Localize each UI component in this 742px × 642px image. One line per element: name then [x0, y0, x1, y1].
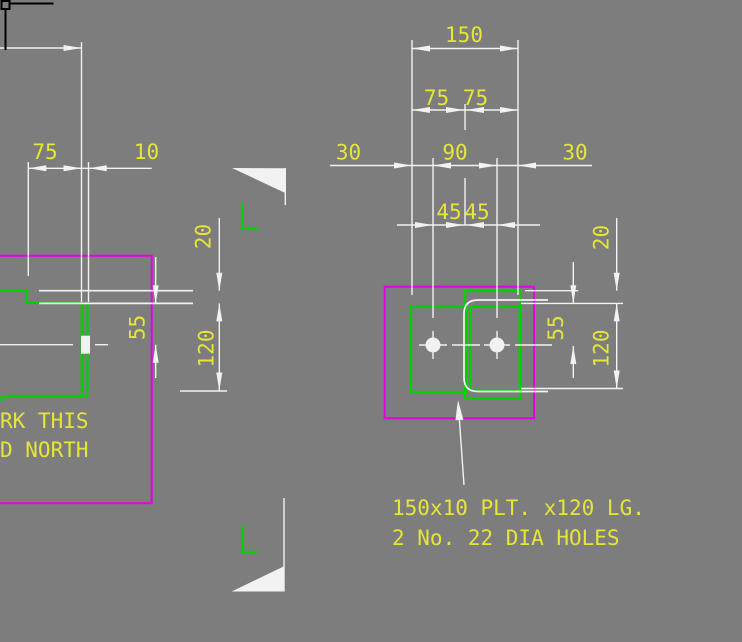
dim-text-45-left: 45: [436, 200, 461, 224]
section-arrow-top: [232, 168, 286, 193]
annotation-mark-this: RK THIS: [0, 409, 89, 433]
arrowhead: [466, 222, 484, 228]
dim-text-150: 150: [445, 23, 483, 47]
arrowhead: [152, 285, 159, 304]
dim-text-90: 90: [442, 141, 467, 165]
dim-text-55: 55: [544, 315, 568, 340]
dim-text-20: 20: [589, 225, 613, 250]
bolt-hole-section: [81, 335, 90, 354]
arrowhead: [28, 165, 47, 172]
dim-text-120: 120: [194, 330, 218, 368]
dim-text-75-left: 75: [424, 86, 449, 110]
angle-symbol-bottom: [241, 525, 257, 554]
arrowhead: [613, 370, 620, 389]
section-arrow-bottom: [231, 566, 284, 592]
dim-text-30-right: 30: [562, 141, 587, 165]
arrowhead: [613, 303, 620, 322]
arrowhead: [500, 45, 518, 52]
cleat-left-plan: [409, 305, 469, 394]
arrowhead: [466, 107, 484, 113]
arrowhead: [394, 162, 412, 169]
dim-text-75: 75: [32, 140, 57, 164]
dim-text-30-left: 30: [336, 141, 361, 165]
leader-arrowhead: [455, 400, 464, 421]
arrowhead: [433, 162, 451, 169]
plate-note-line1: 150x10 PLT. x120 LG.: [392, 496, 645, 520]
arrowhead: [63, 165, 82, 172]
dim-text-45-right: 45: [464, 200, 489, 224]
cleat-right-inner-plan: [469, 305, 521, 392]
arrowhead: [570, 285, 577, 304]
section-marker-symbols: [231, 168, 286, 592]
arrowhead: [446, 107, 464, 113]
arrowhead: [216, 303, 223, 322]
plate-note-line2: 2 No. 22 DIA HOLES: [392, 526, 620, 550]
dim-text-120: 120: [589, 330, 613, 368]
arrowhead: [216, 272, 223, 291]
leader-line: [458, 419, 465, 486]
arrowhead: [497, 222, 515, 228]
arrowhead: [412, 107, 430, 113]
arrowhead: [412, 45, 430, 52]
arrowhead: [500, 107, 518, 113]
arrowhead: [63, 45, 82, 51]
beam-outline-left-view: [0, 254, 153, 505]
arrowhead: [216, 372, 223, 391]
arrowhead: [415, 222, 433, 228]
arrowhead: [152, 344, 159, 363]
arrowhead: [446, 222, 464, 228]
angle-symbol-top: [240, 203, 258, 230]
dim-text-10: 10: [134, 140, 159, 164]
left-view-side-elevation: 75 10 55 20 120 RK THIS D NORTH: [0, 42, 227, 505]
right-view-plan: 150 75 75 30 90 30 45 45: [330, 23, 645, 550]
dim-text-55: 55: [125, 315, 149, 340]
arrowhead: [570, 346, 577, 364]
arrowhead: [88, 165, 107, 172]
cleat-bottom-left-view: [0, 394, 88, 401]
arrowhead: [613, 272, 620, 291]
annotation-north: D NORTH: [0, 438, 89, 462]
dim-text-75-right: 75: [463, 86, 488, 110]
arrowhead: [518, 162, 536, 169]
crosshair-cursor: [0, 0, 54, 50]
dim-text-20: 20: [191, 224, 215, 249]
arrowhead: [479, 162, 497, 169]
plate-outline-plan: [463, 299, 548, 393]
